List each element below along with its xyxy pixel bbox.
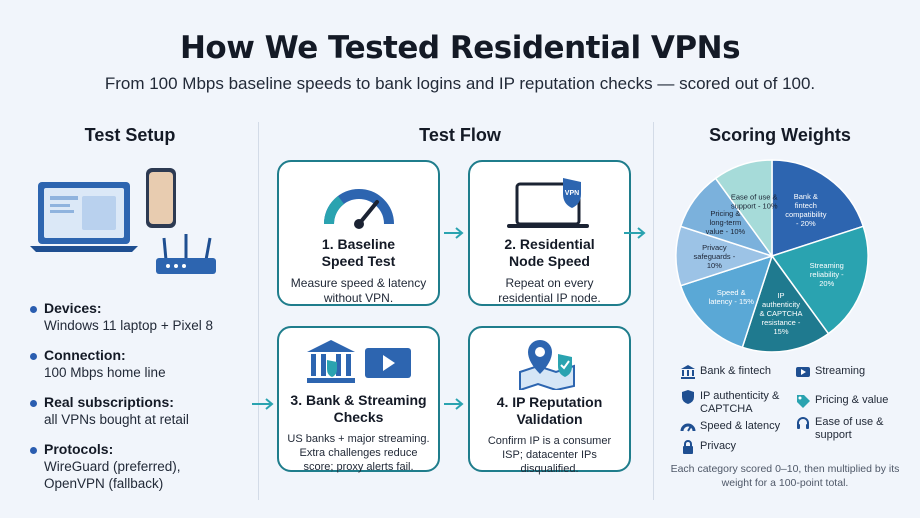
legend-label: Ease of use & support <box>815 416 884 441</box>
legend-label: Bank & fintech <box>700 365 771 377</box>
bullet-icon <box>30 400 37 407</box>
bullet-icon <box>30 306 37 313</box>
vpn-laptop-icon: VPN <box>506 178 589 228</box>
pie-slice-bank <box>771 159 865 258</box>
bullet-icon <box>30 353 37 360</box>
legend-label: IP authenticity & CAPTCHA <box>700 390 780 415</box>
setup-item-title: Real subscriptions: <box>44 394 174 410</box>
setup-item-devices: Devices: Windows 11 laptop + Pixel 8 <box>30 300 250 334</box>
setup-item-title: Protocols: <box>44 441 114 457</box>
setup-item-text: Windows 11 laptop + Pixel 8 <box>44 318 213 333</box>
flow-card-bank-streaming: 3. Bank & Streaming Checks US banks + ma… <box>277 326 440 473</box>
flow-card-title: 3. Bank & Streaming Checks <box>290 392 427 425</box>
flow-card-title: 4. IP Reputation Validation <box>496 394 603 427</box>
setup-item-subscriptions: Real subscriptions: all VPNs bought at r… <box>30 394 250 428</box>
pie-label-ease: Ease of use &support - 10% <box>731 193 778 211</box>
setup-heading: Test Setup <box>84 125 176 145</box>
phone-icon <box>146 168 176 228</box>
speedometer-icon <box>323 189 394 229</box>
flow-card-title: 2. Residential Node Speed <box>504 236 595 269</box>
legend-label: Pricing & value <box>815 394 889 406</box>
setup-devices-illustration <box>28 160 228 285</box>
pie-slice-ip <box>741 254 830 353</box>
setup-item-text: 100 Mbps home line <box>44 365 166 380</box>
play-icon <box>796 367 810 377</box>
bank-icon <box>681 365 695 379</box>
arrow-right-icon <box>444 398 464 410</box>
legend-label: Streaming <box>815 365 866 377</box>
map-pin-shield-icon <box>518 340 575 390</box>
arrow-right-icon <box>444 227 464 239</box>
arrow-right-icon <box>252 398 274 410</box>
bank-play-icon <box>306 340 411 383</box>
setup-item-text: WireGuard (preferred), OpenVPN (fallback… <box>44 459 181 491</box>
setup-item-title: Connection: <box>44 347 126 363</box>
pie-slice-ease <box>714 159 773 259</box>
flow-card-desc: Measure speed & latency without VPN. <box>290 276 427 305</box>
setup-item-protocols: Protocols: WireGuard (preferred), OpenVP… <box>30 441 250 492</box>
legend-label: Privacy <box>700 440 737 452</box>
setup-item-connection: Connection: 100 Mbps home line <box>30 347 250 381</box>
scoring-footnote: Each category scored 0–10, then multipli… <box>670 463 900 489</box>
setup-item-title: Devices: <box>44 300 102 316</box>
divider-right <box>653 122 654 500</box>
scoring-heading: Scoring Weights <box>709 125 851 145</box>
page-subtitle: From 100 Mbps baseline speeds to bank lo… <box>104 74 816 93</box>
lock-icon <box>683 440 693 454</box>
pie-label-speed: Speed &latency - 15% <box>709 288 755 306</box>
laptop-icon <box>30 182 138 252</box>
flow-card-ip-reputation: 4. IP Reputation Validation Confirm IP i… <box>468 326 631 475</box>
vpn-badge: VPN <box>564 190 578 197</box>
flow-card-desc: US banks + major streaming. Extra challe… <box>287 433 430 473</box>
divider-left <box>258 122 259 500</box>
pie-slice-streaming <box>770 225 869 335</box>
flow-card-desc: Repeat on every residential IP node. <box>498 276 601 305</box>
flow-card-title: 1. Baseline Speed Test <box>321 236 396 269</box>
arrow-right-icon <box>624 227 646 239</box>
headset-icon <box>797 417 809 429</box>
flow-card-desc: Confirm IP is a consumer ISP; datacenter… <box>487 435 612 475</box>
router-icon <box>156 234 216 274</box>
legend-label: Speed & latency <box>700 420 781 432</box>
bullet-icon <box>30 447 37 454</box>
page-title: How We Tested Residential VPNs <box>179 30 741 66</box>
flow-heading: Test Flow <box>419 125 501 145</box>
tag-icon <box>797 395 810 408</box>
shield-icon <box>682 390 694 404</box>
flow-card-residential: VPN 2. Residential Node Speed Repeat on … <box>468 160 631 306</box>
gauge-icon <box>680 423 696 432</box>
setup-item-text: all VPNs bought at retail <box>44 412 189 427</box>
flow-card-baseline: 1. Baseline Speed Test Measure speed & l… <box>277 160 440 306</box>
setup-list: Devices: Windows 11 laptop + Pixel 8 Con… <box>30 300 250 505</box>
